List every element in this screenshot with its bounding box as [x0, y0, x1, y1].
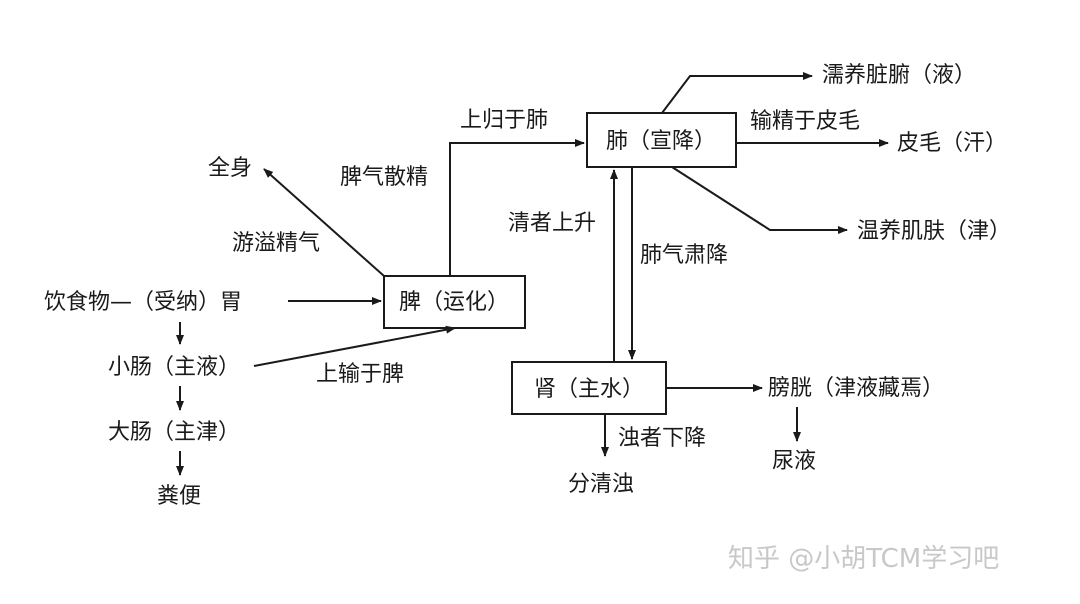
edge-label-lung-descends: 肺气肃降 [640, 243, 728, 268]
watermark: 知乎 @小胡TCM学习吧 [728, 544, 999, 574]
node-food-stomach: 饮食物—（受纳）胃 [44, 290, 242, 315]
kidney-box [511, 361, 667, 415]
node-whole-body: 全身 [208, 156, 252, 181]
edge-lung-to-organs [661, 72, 813, 114]
node-bladder: 膀胱（津液藏焉） [768, 376, 944, 401]
edge-lung-to-muscle [671, 166, 848, 234]
edge-label-overflow-essence: 游溢精气 [232, 231, 320, 256]
edge-label-turbid-descends: 浊者下降 [618, 426, 706, 451]
edge-label-clear-rises: 清者上升 [508, 211, 596, 236]
edge-spleen-to-whole-body [263, 168, 385, 277]
lung-box [586, 112, 737, 168]
node-kidney: 肾（主水） [534, 377, 644, 402]
node-warm-muscle: 温养肌肤（津） [857, 219, 1011, 244]
spleen-box [383, 275, 526, 329]
node-skin-hair: 皮毛（汗） [897, 131, 1007, 156]
node-separate: 分清浊 [568, 472, 634, 497]
edge-small-intestine-to-spleen [253, 325, 456, 367]
node-feces: 粪便 [157, 484, 201, 509]
node-spleen: 脾（运化） [399, 290, 509, 315]
node-lung: 肺（宣降） [606, 129, 716, 154]
node-urine: 尿液 [772, 449, 816, 474]
edge-label-spleen-qi-spread: 脾气散精 [340, 165, 428, 190]
edge-label-up-to-spleen: 上输于脾 [316, 362, 404, 387]
edge-label-transport-to-skin: 输精于皮毛 [750, 109, 860, 134]
edge-label-up-to-lung: 上归于肺 [460, 108, 548, 133]
node-nourish-organs: 濡养脏腑（液） [822, 63, 976, 88]
edge-spleen-to-lung [449, 139, 585, 276]
node-small-intestine: 小肠（主液） [108, 355, 240, 380]
node-large-intestine: 大肠（主津） [108, 420, 240, 445]
